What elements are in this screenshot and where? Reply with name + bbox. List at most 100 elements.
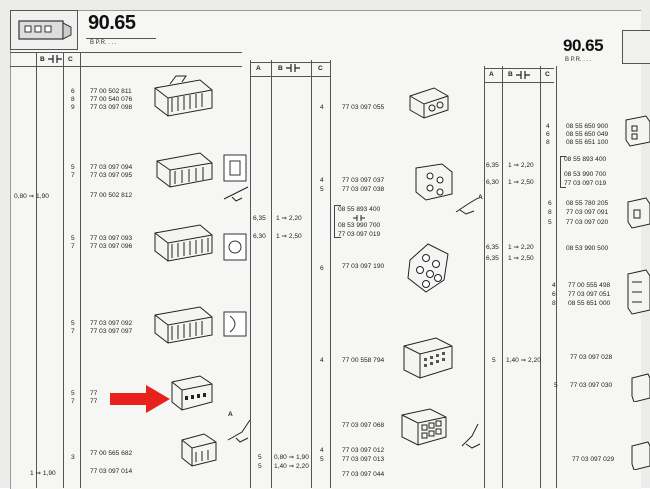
mid-col-header-C: C	[318, 65, 323, 72]
part-ref: 77 03 097 068	[342, 422, 385, 429]
part-ref: 77 03 097 190	[342, 263, 385, 270]
part-ref: 77 00 502 811	[90, 88, 132, 95]
size-b: 1,40 ⇒ 2,20	[274, 463, 309, 470]
terminal-mid-icon	[455, 197, 479, 215]
terminal-icon	[223, 186, 249, 202]
wire-section-icon	[48, 55, 62, 63]
connector-right-edge-2	[627, 197, 650, 229]
part-ref: 08 55 650 900	[566, 123, 609, 130]
size-a: 5	[492, 357, 496, 364]
part-ref: 77 03 097 095	[90, 172, 133, 179]
catalog-sheet	[10, 10, 641, 489]
size-a: 5	[258, 463, 262, 470]
connector-6way-drawing	[154, 75, 213, 117]
part-ref: 08 53 990 500	[566, 245, 609, 252]
connector-5way-drawing	[156, 152, 213, 188]
wire-section-icon	[353, 215, 365, 221]
part-ref: 08 55 893 400	[564, 156, 607, 163]
size-a: 6,35	[253, 215, 266, 222]
part-ref: 77 03 097 014	[90, 468, 133, 475]
size-b: 1,40 ⇒ 2,20	[506, 357, 541, 364]
size-b: 1 ⇒ 2,20	[276, 215, 302, 222]
page-sub-right: B P.R. . . .	[565, 57, 592, 63]
header-icon-box-right	[622, 30, 650, 64]
part-ref: 77 00 558 794	[342, 357, 385, 364]
connector-round-drawing	[415, 163, 453, 201]
size-a: 5	[258, 454, 262, 461]
part-ref: 08 55 780 205	[566, 200, 609, 207]
connector-header-icon	[18, 20, 72, 40]
connector-3way-drawing	[181, 433, 217, 467]
connector-multi-drawing	[403, 337, 453, 379]
part-ref: 77 03 097 038	[342, 186, 385, 193]
right-col-header-A: A	[489, 71, 494, 78]
connector-right-edge-1	[625, 115, 650, 147]
size-a: 6,30	[253, 233, 266, 240]
size-a: 6,30	[486, 179, 499, 186]
part-ref: 08 55 893 400	[338, 206, 381, 213]
terminal-label-A: A	[228, 411, 233, 418]
connector-grid-drawing	[401, 408, 447, 446]
part-ref: 77	[90, 398, 98, 405]
part-ref: 77 03 097 030	[570, 382, 613, 389]
part-ref: 77 03 097 097	[90, 328, 133, 335]
terminal-mid-icon-2	[461, 423, 481, 449]
part-ref: 77 03 097 044	[342, 471, 385, 478]
connector-end-view-icon-3	[223, 311, 247, 337]
part-ref: 77 03 097 028	[570, 354, 613, 361]
connector-4way-drawing	[171, 375, 213, 411]
connector-7way-drawing	[154, 224, 213, 262]
right-wire-section-icon	[516, 71, 530, 79]
size-b: 1 ⇒ 2,50	[508, 179, 534, 186]
part-ref: 77 00 555 498	[568, 282, 611, 289]
right-col-header-C: C	[545, 71, 550, 78]
page-number-left: 90.65	[88, 12, 136, 34]
size-a: 6,35	[486, 244, 499, 251]
red-pointer-arrow	[110, 385, 170, 413]
connector-6way-round-drawing	[407, 243, 449, 293]
size-b: 0,80 ⇒ 1,90	[274, 454, 309, 461]
left-wire-range-2: 1 ⇒ 1,90	[30, 470, 56, 477]
part-ref: 77 00 502 812	[90, 192, 133, 199]
connector-8way-drawing	[154, 306, 213, 344]
connector-end-view-icon	[223, 154, 247, 182]
part-ref: 77 03 097 013	[342, 456, 385, 463]
part-ref: 77 03 097 012	[342, 447, 385, 454]
part-ref: 77 03 097 098	[90, 104, 133, 111]
size-b: 1 ⇒ 2,50	[276, 233, 302, 240]
right-col-header-B: B	[508, 71, 513, 78]
connector-right-edge-4	[631, 373, 650, 402]
part-ref: 77 03 097 029	[572, 456, 615, 463]
part-ref: 77 03 097 094	[90, 164, 133, 171]
col-header-C: C	[68, 56, 73, 63]
connector-right-edge-3	[627, 269, 650, 315]
part-ref: 08 55 650 049	[566, 131, 609, 138]
connector-2way-drawing	[409, 87, 449, 119]
part-ref: 08 55 651 000	[568, 300, 611, 307]
part-ref: 08 53 990 700	[564, 171, 607, 178]
part-ref: 77 03 097 055	[342, 104, 385, 111]
size-b: 1 ⇒ 2,20	[508, 244, 534, 251]
part-ref: 77 00 565 682	[90, 450, 133, 457]
header-icon-box	[10, 10, 78, 50]
page-sub-left: B P.R. . . .	[90, 40, 117, 46]
size-a: 6,35	[486, 255, 499, 262]
part-ref: 77 03 097 020	[566, 219, 609, 226]
part-ref: 77	[90, 390, 98, 397]
mid-terminal-label-A: A	[478, 194, 483, 201]
size-b: 1 ⇒ 2,50	[508, 255, 534, 262]
size-b: 1 ⇒ 2,20	[508, 162, 534, 169]
page-number-right: 90.65	[563, 36, 604, 55]
part-ref: 77 03 097 091	[566, 209, 609, 216]
size-a: 6,35	[486, 162, 499, 169]
mid-col-header-A: A	[256, 65, 261, 72]
part-ref: 77 03 097 096	[90, 243, 133, 250]
part-ref: 77 03 097 092	[90, 320, 133, 327]
left-wire-range-1: 0,80 ⇒ 1,90	[14, 193, 49, 200]
connector-end-view-icon-2	[223, 233, 247, 261]
part-ref: 77 03 097 019	[564, 180, 607, 187]
part-ref: 77 03 097 019	[338, 231, 381, 238]
part-ref: 77 03 097 037	[342, 177, 385, 184]
connector-right-edge-5	[631, 441, 650, 470]
